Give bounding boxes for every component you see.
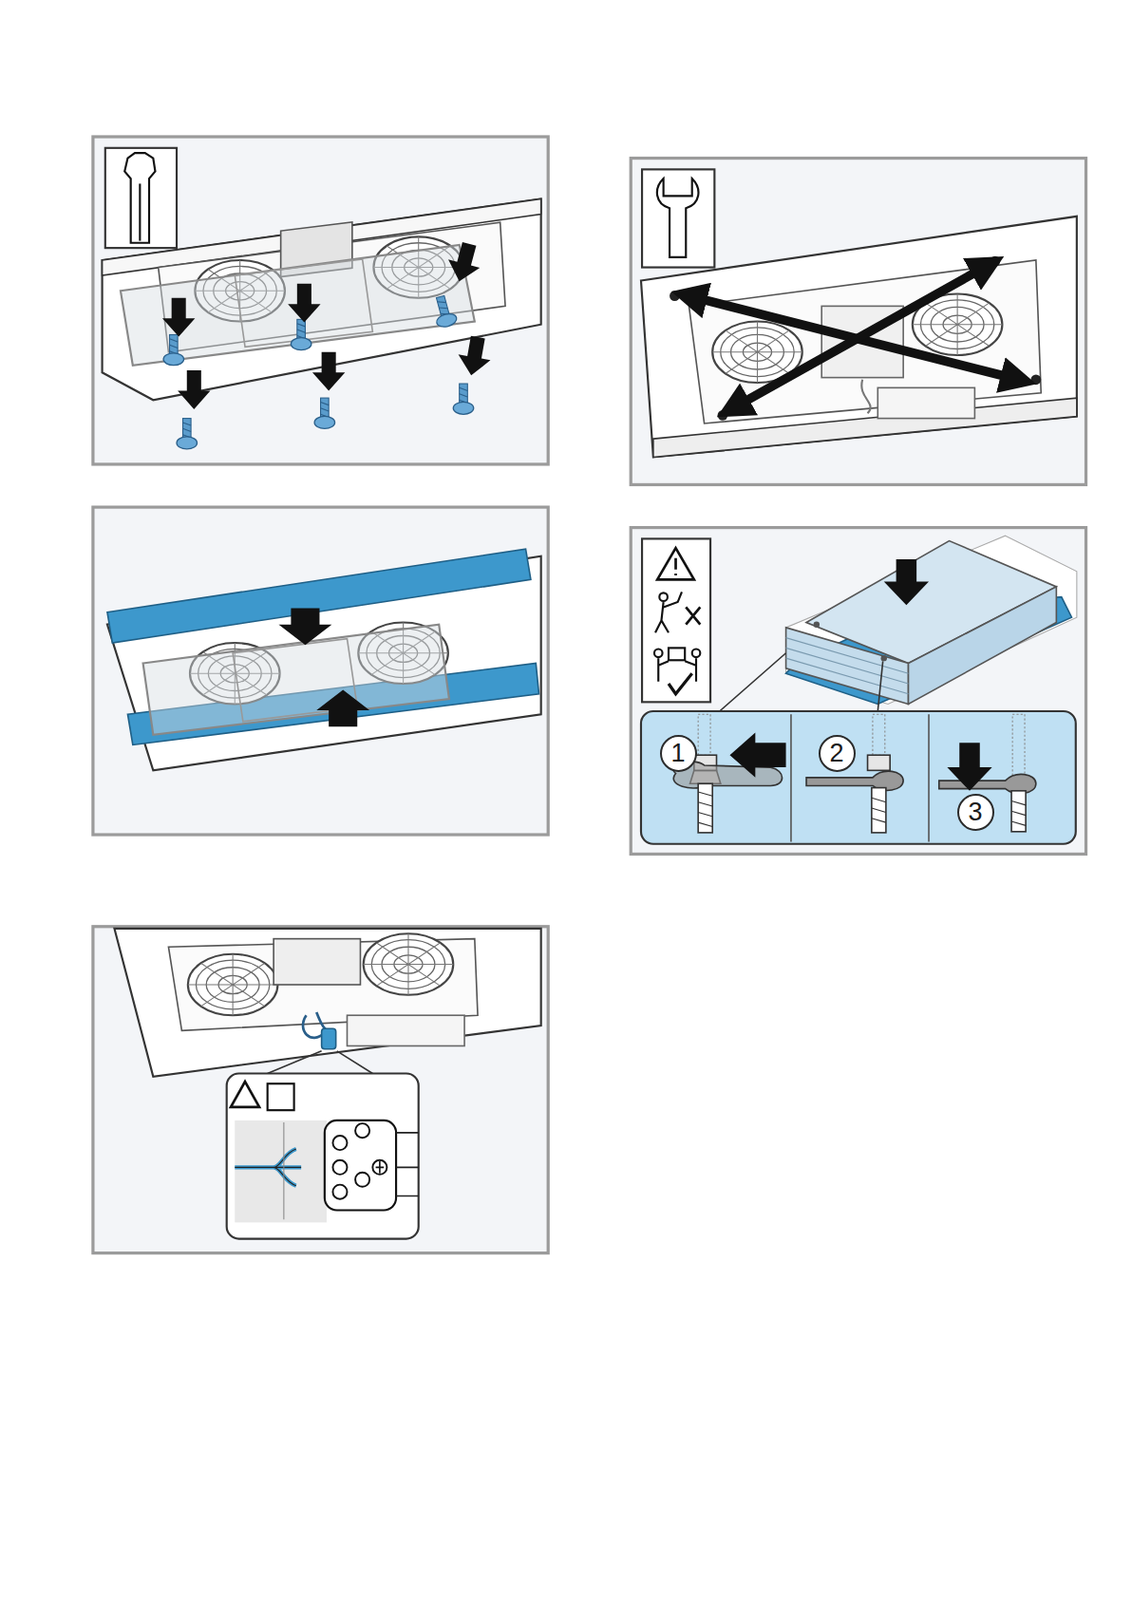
callout-text: 1 [670,740,685,767]
callout-number: 3 [957,793,995,831]
callout-number: 2 [818,735,856,773]
callout-text: 2 [829,740,844,767]
panel-remove-screws [93,136,548,465]
panel-mount-appliance [630,528,1086,855]
panel-insert-strips [93,507,548,835]
panel-tighten-screws [630,158,1086,486]
panel-connect-cable [93,926,548,1254]
callout-number: 1 [660,735,698,773]
callout-text: 3 [967,799,982,826]
